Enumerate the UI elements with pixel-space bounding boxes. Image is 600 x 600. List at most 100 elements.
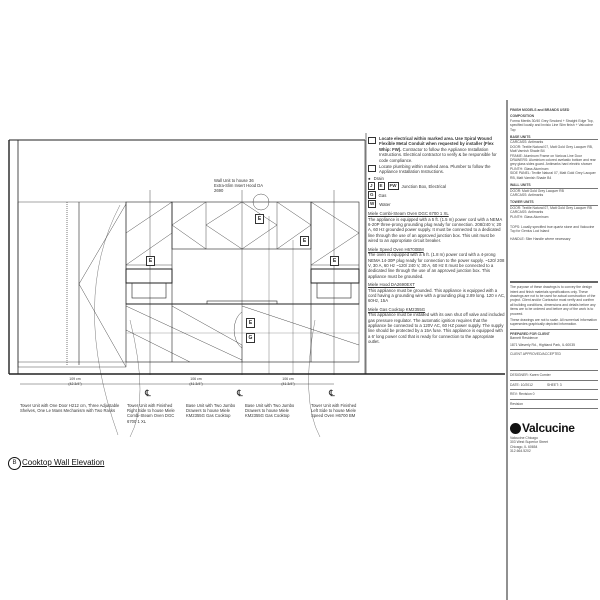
spec-line: PLINTH: Glass Aluminum (510, 214, 549, 219)
revision-label: Revision (510, 400, 598, 410)
appliance-title: Miele Speed Oven H6700BM (368, 246, 424, 252)
appliance-body: The appliance is equipped with a 5 ft. (… (368, 216, 502, 244)
electrical-tag: E (255, 214, 264, 224)
legend-label: Gas (378, 192, 387, 198)
centerline-symbol: ℄ (237, 388, 243, 398)
revision: REV: Revision 0 (510, 390, 598, 400)
dimension-value: 109 cm (69, 377, 81, 381)
callout-tower-speed-oven: Tower Unit with Finished Left Side to ho… (311, 403, 357, 419)
dimension-value: 106 cm (282, 377, 294, 381)
spec-line: SIDE PANEL: Textile Natural 07, Matt Gol… (510, 171, 596, 180)
appliance-title: Miele Hood DA2690EXT (368, 282, 415, 288)
client-name: Barnett Residence (510, 336, 538, 341)
dimension-1: 109 cm(42 3/4") (60, 377, 90, 387)
drain-icon: ● (368, 175, 371, 181)
address-line: Chicago, IL 60654 (510, 444, 538, 449)
dimension-value-imperial: (41 3/4") (281, 382, 295, 387)
gas-icon: G (368, 191, 376, 200)
address-line: 303 West Superior Street (510, 440, 549, 445)
spec-line: grey glass sides guard. Antimarks hard e… (510, 162, 592, 167)
dimension-2: 106 cm(41 3/4") (181, 377, 211, 387)
wall-unit-note: Wall Unit to house 36 Extra-Slim Insert … (214, 178, 263, 194)
checkbox-icon (368, 164, 376, 172)
spec-line: DRAWERS: Aluminium colored avelastic bot… (510, 158, 596, 163)
checkbox-icon (368, 136, 376, 144)
legend-label: Junction Box, Electrical (401, 183, 446, 189)
legend-label: Drain (373, 175, 384, 181)
designer: DESIGNER: Karen Cornier (510, 371, 598, 381)
spec-line: FRAME: Aluminum Frame on Various Line Do… (510, 153, 582, 158)
note-body: Locate plumbing within marked area. Plum… (379, 164, 491, 175)
section-title: TOWER UNITS (510, 200, 598, 206)
appliance-body: This appliance must be grounded. This ap… (368, 287, 506, 304)
approval-label: CLIENT APPROVED/ACCEPTED (510, 350, 598, 372)
logo-mark-icon (510, 423, 521, 435)
brand-name: Valcucine (522, 421, 575, 436)
appliance-body: This appliance must be installed with it… (368, 312, 505, 345)
note-text: Locate electrical within marked area. Us… (379, 136, 506, 163)
title-block: FINISH MODELS and BRANDS USED COMPOSITIO… (510, 108, 598, 454)
junction-box-icon: J (368, 182, 375, 191)
callout-tower-storage: Tower Unit with One Door H212 cm, Three … (20, 403, 120, 414)
dimension-value: 106 cm (190, 377, 202, 381)
water-icon: W (368, 200, 377, 209)
appliance-body: The oven is equipped with a 6 ft. (1.8 m… (368, 252, 505, 279)
disclaimer: The purpose of these drawings is to conv… (510, 285, 596, 316)
dimension-3: 106 cm(41 3/4") (273, 377, 303, 387)
centerline-symbol: ℄ (145, 388, 151, 398)
valcucine-logo: Valcucine (510, 421, 598, 436)
appliance-title: Miele Gas Cooktop KM2355G (368, 306, 426, 312)
spec-line: DOOR: Matt Gold Grey Lacquer RB (510, 188, 564, 193)
spec-line: CARCASS: Antimarks (510, 210, 544, 215)
installation-notes: Locate electrical within marked area. Us… (368, 136, 506, 345)
prepared-for-label: PREPARED FOR CLIENT (510, 331, 550, 336)
note-plumbing: Locate plumbing within marked area. Plum… (368, 164, 506, 175)
elevation-marker: B (8, 457, 21, 470)
handle-note: HANDLE: Slim Handle where necessary (510, 236, 571, 241)
legend-drain: ●Drain (368, 176, 506, 181)
electrical-icon: E (377, 182, 385, 191)
composition-text: Forma Mentis 30/40 Grey Smoked + Straigh… (510, 118, 594, 132)
dimension-value-imperial: (41 3/4") (189, 382, 203, 387)
spec-line: DOOR: Textile Natural 07, Matt Gold Grey… (510, 205, 592, 210)
gas-tag: G (246, 333, 255, 343)
electrical-tag: E (300, 236, 309, 246)
sheet-number: SHEET: 3 (546, 382, 562, 387)
spec-line: CARCASS: Antimarks (510, 192, 544, 197)
section-title: WALL UNITS (510, 183, 598, 189)
phone: 312.664.5202 (510, 449, 531, 454)
legend-label: Water (379, 201, 391, 207)
spec-line: PLINTH: Glass Aluminum (510, 166, 549, 171)
electrical-tag: E (330, 256, 339, 266)
elevation-title: Cooktop Wall Elevation (22, 458, 105, 467)
finish-heading: FINISH MODELS and BRANDS USED (510, 108, 570, 112)
tops-note: TOPS: Locally specified true quartz ston… (510, 224, 595, 234)
centerline-symbol: ℄ (329, 388, 335, 398)
flex-whip-icon: FW (387, 182, 399, 191)
electrical-tag: E (146, 256, 155, 266)
callout-tower-combi-oven: Tower Unit with Finished Right Side to h… (127, 403, 175, 424)
date: DATE: 10/2012 (510, 382, 533, 387)
electrical-tag: E (246, 318, 255, 328)
note-body: Contractor to follow the Appliance Insta… (379, 146, 497, 163)
showroom: Valcucine Chicago (510, 436, 538, 441)
section-title: BASE UNITS (510, 135, 598, 141)
date-sheet-row: DATE: 10/2012 SHEET: 3 (510, 381, 598, 391)
callout-base-cooktop-2: Base Unit with Two Jumbo Drawers to hous… (245, 403, 295, 419)
dimension-value-imperial: (42 3/4") (68, 382, 82, 387)
composition-label: COMPOSITION (510, 114, 535, 119)
note-bold: Locate electrical within marked area. Us… (379, 136, 494, 152)
callout-base-cooktop-1: Base Unit with Two Jumbo Drawers to hous… (186, 403, 236, 419)
divider (510, 281, 598, 284)
client-address: 1871 Waverly Rd., Highland Park, IL 6003… (510, 341, 598, 351)
spec-line: CARCASS: Antimarks (510, 140, 544, 145)
appliance-title: Miele Combi-Steam Oven DGC 6700 1 XL (368, 211, 449, 217)
